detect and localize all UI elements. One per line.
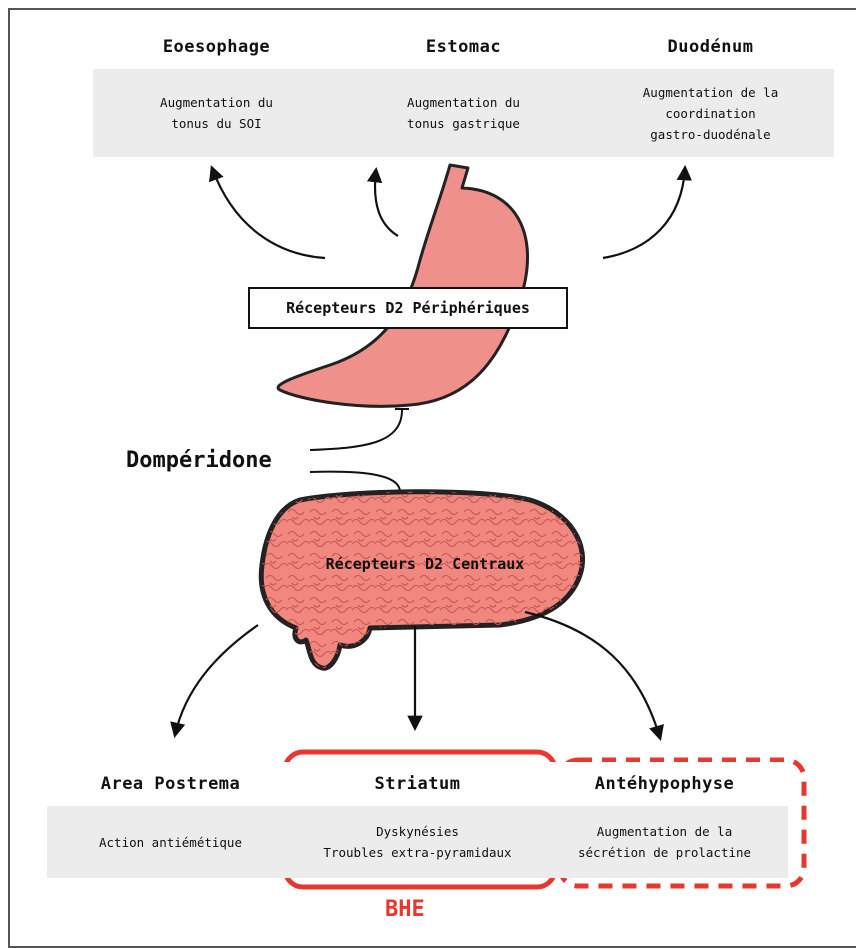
card-text: Action antiémétique — [47, 806, 294, 878]
diagram-graphics — [170, 163, 807, 890]
inhibit-central — [309, 470, 401, 493]
arrow-to-estomac — [366, 166, 399, 237]
card-text: Augmentation de la coordination gastro-d… — [587, 69, 834, 157]
arrow-to-duodenum — [602, 164, 692, 260]
card-estomac: Estomac Augmentation du tonus gastrique — [340, 25, 587, 157]
inhibit-peripheral — [309, 409, 403, 451]
card-text: Augmentation du tonus du SOI — [93, 69, 340, 157]
arrow-to-area-postrema — [170, 624, 259, 739]
arrow-to-antehypophyse — [524, 610, 664, 741]
card-title: Antéhypophyse — [541, 762, 788, 807]
card-text: Augmentation de la sécrétion de prolacti… — [541, 806, 788, 878]
bhe-label: BHE — [385, 897, 425, 922]
peripheral-receptors-label: Récepteurs D2 Périphériques — [248, 287, 568, 329]
card-eoesophage: Eoesophage Augmentation du tonus du SOI — [93, 25, 340, 157]
card-area-postrema: Area Postrema Action antiémétique — [47, 762, 294, 878]
card-title: Estomac — [340, 25, 587, 70]
card-title: Eoesophage — [93, 25, 340, 70]
card-antehypophyse: Antéhypophyse Augmentation de la sécréti… — [541, 762, 788, 878]
central-receptors-label: Récepteurs D2 Centraux — [325, 555, 525, 573]
card-title: Area Postrema — [47, 762, 294, 807]
card-duodenum: Duodénum Augmentation de la coordination… — [587, 25, 834, 157]
card-text: Augmentation du tonus gastrique — [340, 69, 587, 157]
drug-label: Dompéridone — [126, 448, 272, 473]
card-text: Dyskynésies Troubles extra-pyramidaux — [294, 806, 541, 878]
stomach-shape — [276, 163, 529, 408]
card-title: Striatum — [294, 762, 541, 807]
card-title: Duodénum — [587, 25, 834, 70]
card-striatum: Striatum Dyskynésies Troubles extra-pyra… — [294, 762, 541, 878]
arrow-to-eoesophage — [209, 165, 326, 260]
